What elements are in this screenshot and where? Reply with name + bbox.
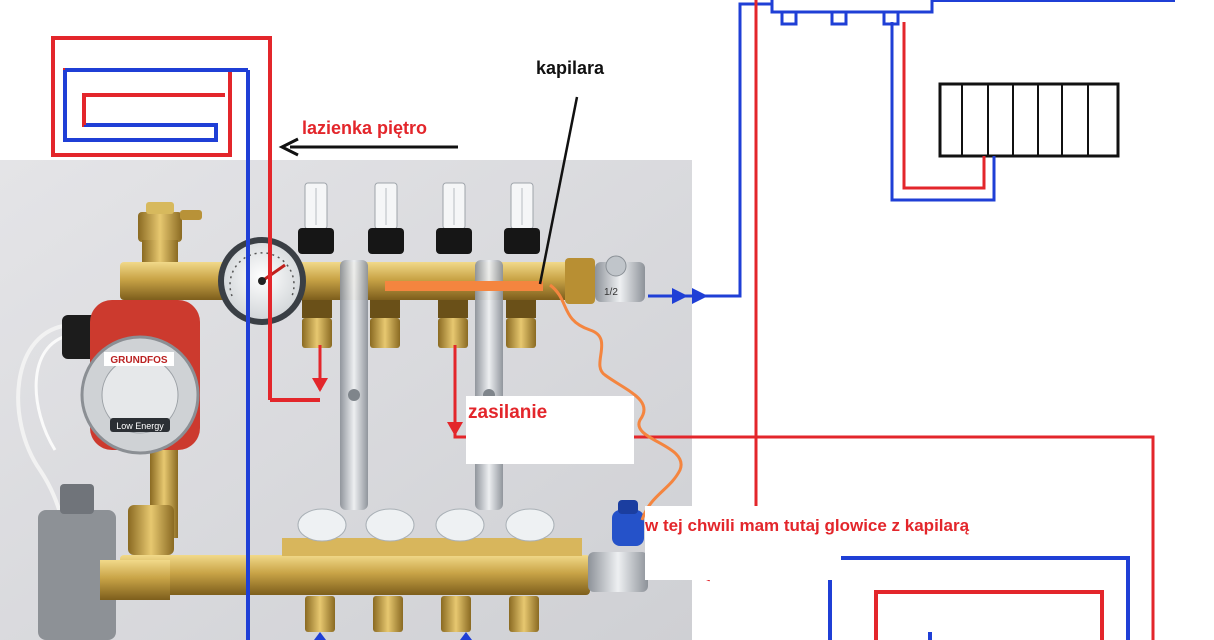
circulation-pump-icon: GRUNDFOS Low Energy (62, 300, 200, 455)
pump-badge: Low Energy (116, 421, 164, 431)
flow-meter-4 (504, 182, 540, 254)
lower-outlet-2 (373, 596, 403, 632)
upper-manifold-cap (565, 258, 595, 304)
upper-outlet-2 (370, 318, 400, 348)
label-supply: zasilanie (468, 402, 547, 423)
capillary-tube (549, 283, 683, 521)
label-capillary: kapilara (536, 58, 605, 78)
valve-mark: 1/2 (604, 287, 618, 298)
radiator-supply (902, 22, 986, 190)
pump-brand: GRUNDFOS (110, 355, 168, 366)
supply-arrow-2 (447, 422, 463, 436)
bracket-left (340, 260, 368, 510)
upper-outlet-1 (302, 318, 332, 348)
return-arrow-bottom-1 (314, 632, 326, 640)
return-arrow (672, 288, 688, 304)
supply-label-box (466, 396, 634, 464)
radiator-icon (938, 82, 1120, 158)
valve-head-2 (365, 508, 415, 542)
thermometer-gauge-icon (218, 237, 306, 325)
capillary-pointer (538, 96, 579, 285)
label-bathroom: lazienka piętro (302, 118, 427, 138)
return-arrow-bottom-2 (460, 632, 472, 640)
upper-outlet-3 (438, 318, 468, 348)
bathroom-floor-loop (51, 36, 320, 640)
radiator-return (890, 22, 996, 202)
supply-line-main (453, 345, 1155, 640)
valve-head-3 (435, 508, 485, 542)
upper-ball-valve: 1/2 (595, 255, 645, 302)
mixing-actuator (38, 510, 116, 640)
upper-outlet-4 (506, 318, 536, 348)
boiler-unit (770, 0, 1175, 26)
lower-outlet-4 (509, 596, 539, 632)
lower-manifold (100, 505, 590, 632)
lower-outlet-1 (305, 596, 335, 632)
flow-meter-1 (298, 182, 334, 254)
capillary-valve-head (588, 500, 648, 592)
valve-head-1 (297, 508, 347, 542)
lower-manifold-bar (120, 555, 590, 595)
valve-head-4 (505, 508, 555, 542)
bathroom-return-line (63, 68, 250, 640)
note-label-box (645, 506, 841, 580)
flow-meter-2 (368, 182, 404, 254)
flow-meter-3 (436, 182, 472, 254)
capillary-sensor-bar (385, 281, 543, 291)
floor-loop-bottom-right (828, 556, 1130, 640)
pump-cable-2 (34, 333, 71, 451)
supply-arrow-1 (312, 378, 328, 392)
boiler-supply-line (690, 0, 758, 574)
bracket-right (475, 260, 503, 510)
lower-outlet-3 (441, 596, 471, 632)
label-note: w tej chwili mam tutaj glowice z kapilar… (644, 516, 970, 535)
